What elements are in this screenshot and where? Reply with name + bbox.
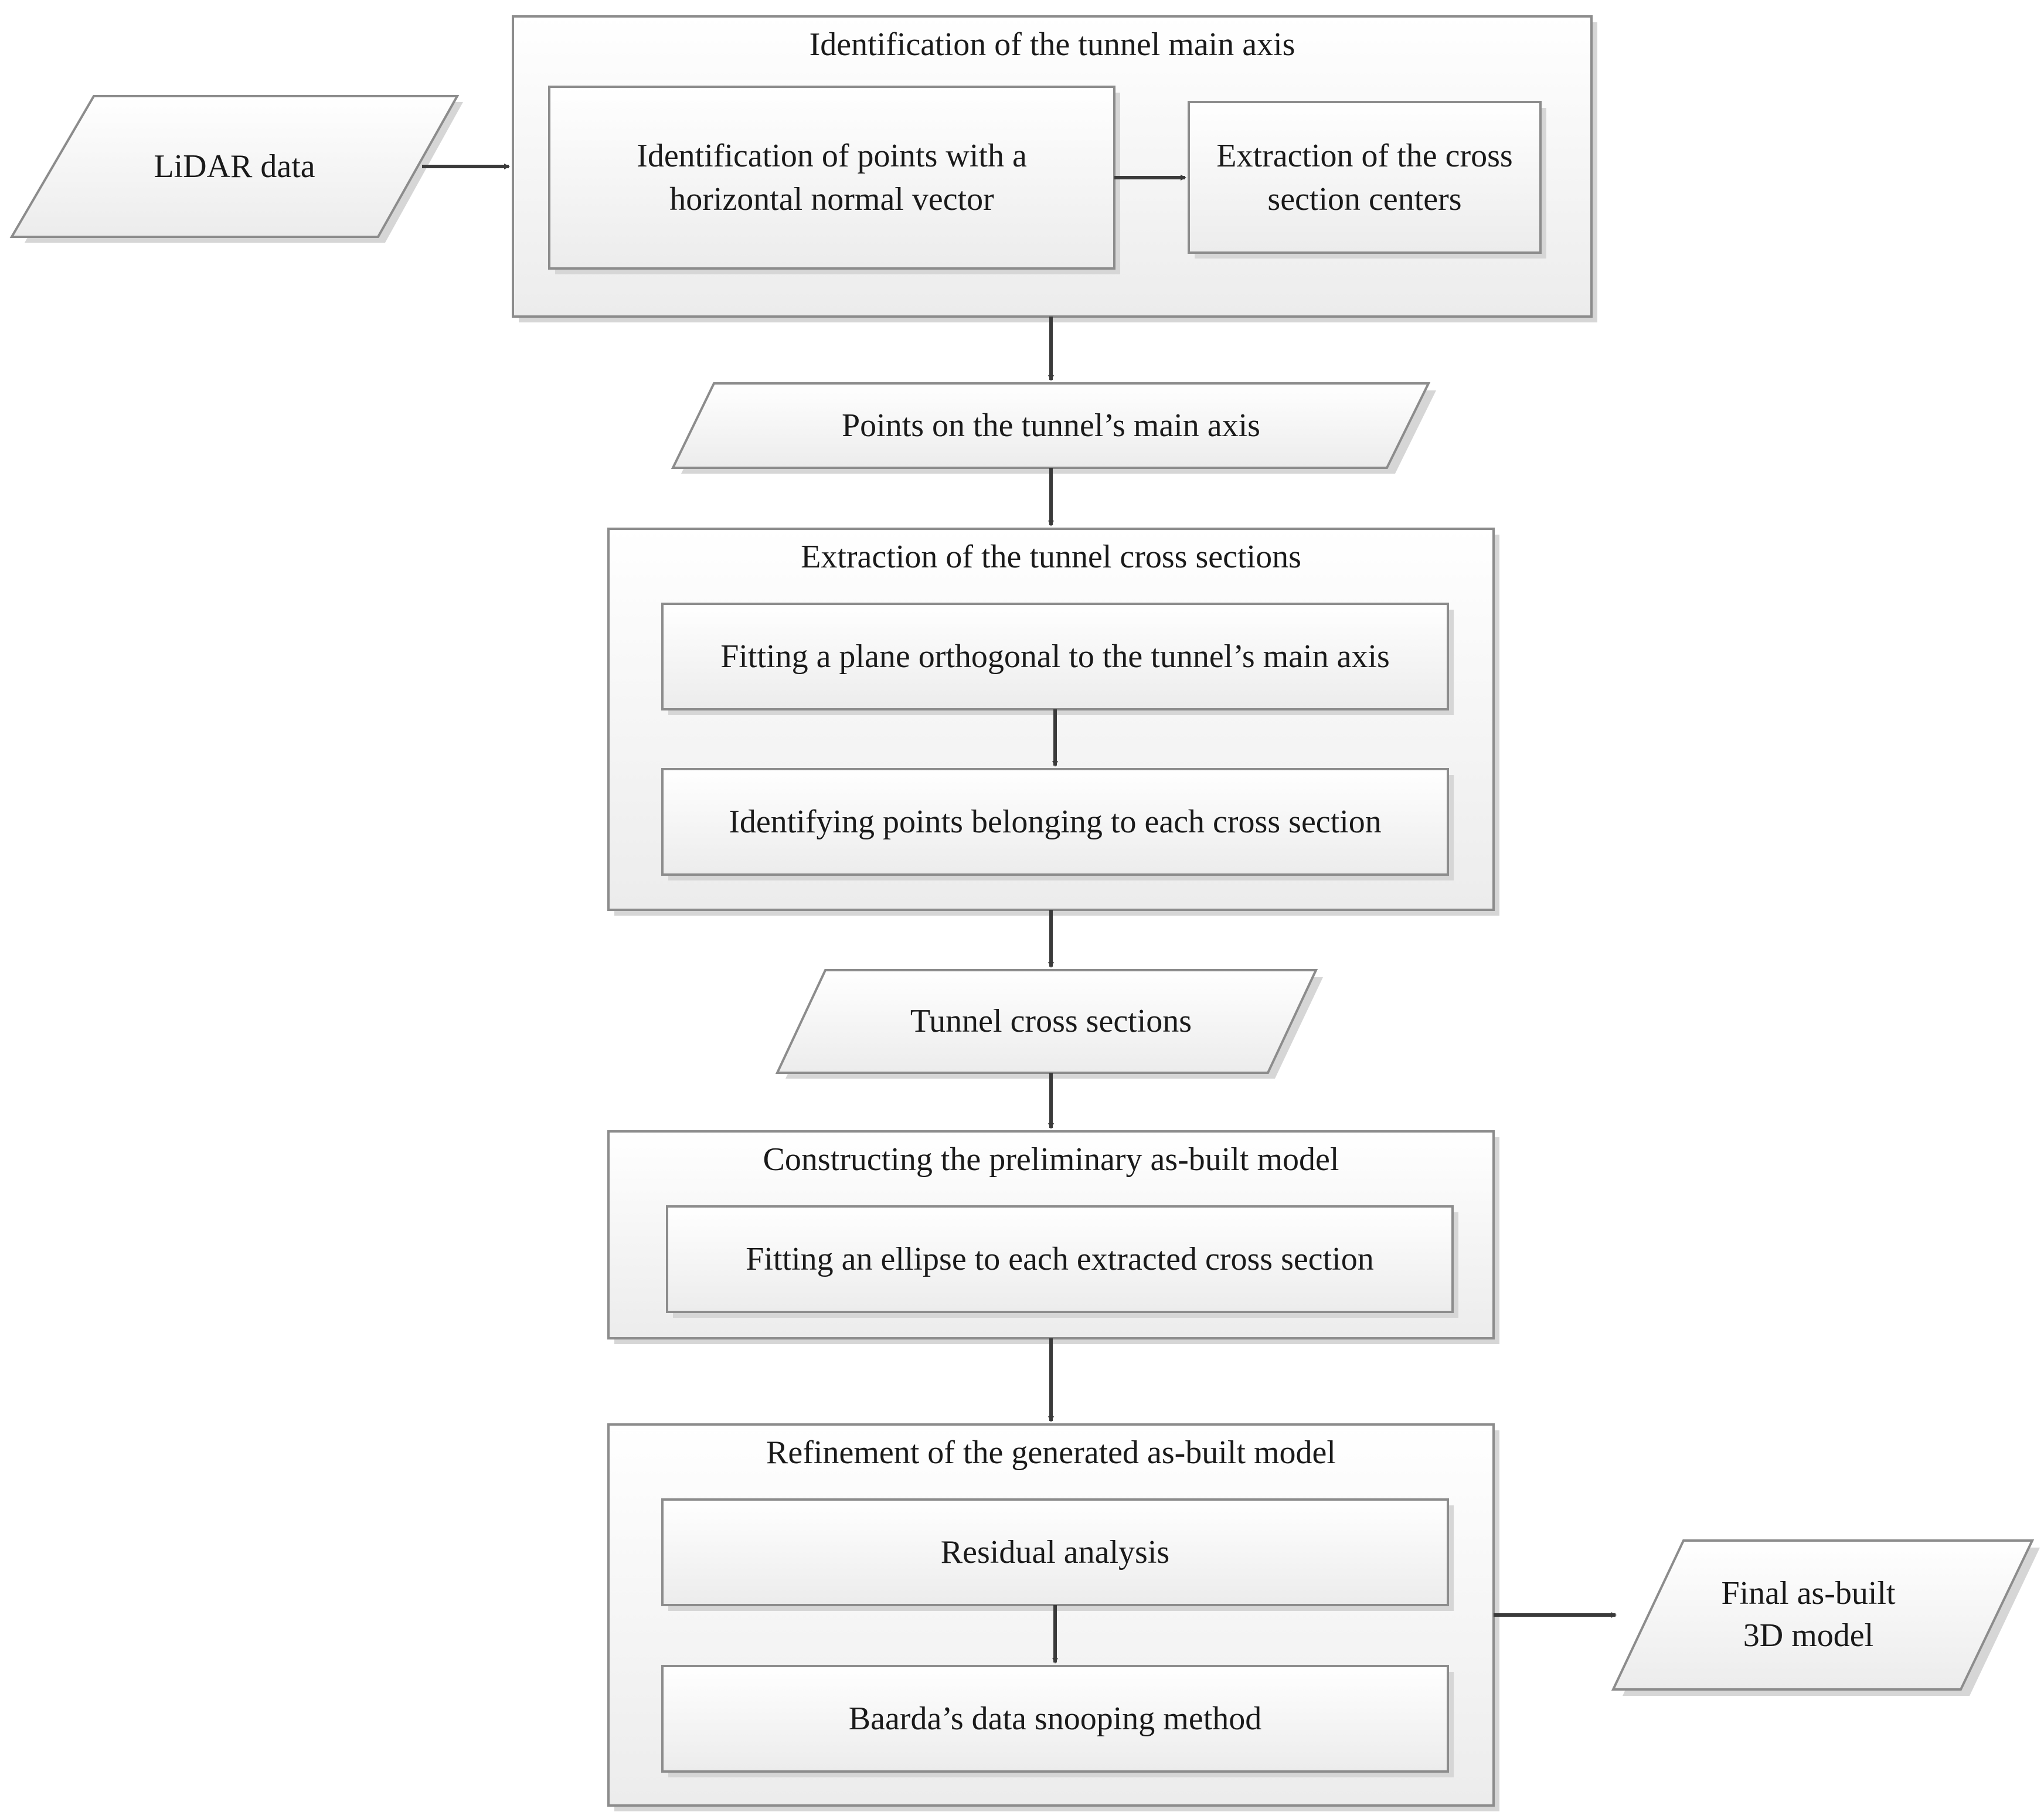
lidar-data-input: LiDAR data [9, 95, 463, 243]
group2-title: Extraction of the tunnel cross sections [801, 539, 1301, 575]
group1-step2-line1: Extraction of the cross [1216, 138, 1512, 174]
group-preliminary-model: Constructing the preliminary as-built mo… [607, 1130, 1499, 1344]
group4-step2-label: Baarda’s data snooping method [849, 1701, 1262, 1737]
step-fit-ellipse: Fitting an ellipse to each extracted cro… [666, 1205, 1458, 1318]
points-main-axis-data: Points on the tunnel’s main axis [671, 382, 1436, 474]
output-line1: Final as-built [1721, 1575, 1896, 1611]
group1-step1-line2: horizontal normal vector [669, 181, 994, 217]
final-model-output: Final as-built 3D model [1611, 1539, 2040, 1696]
group3-title: Constructing the preliminary as-built mo… [763, 1141, 1339, 1178]
group4-step1-label: Residual analysis [941, 1534, 1169, 1570]
step-data-snooping: Baarda’s data snooping method [661, 1665, 1454, 1777]
tunnel-cross-sections-data: Tunnel cross sections [775, 969, 1323, 1079]
step-fit-orthogonal-plane: Fitting a plane orthogonal to the tunnel… [661, 603, 1454, 715]
group-extraction-cross-sections: Extraction of the tunnel cross sections … [607, 528, 1499, 916]
group3-step1-label: Fitting an ellipse to each extracted cro… [746, 1241, 1373, 1277]
group-refinement-model: Refinement of the generated as-built mod… [607, 1423, 1499, 1811]
group1-step1-line1: Identification of points with a [637, 138, 1027, 174]
output-line2: 3D model [1743, 1617, 1873, 1654]
group-identification-main-axis: Identification of the tunnel main axis I… [512, 15, 1597, 322]
group2-step1-label: Fitting a plane orthogonal to the tunnel… [720, 638, 1390, 675]
step-identify-section-points: Identifying points belonging to each cro… [661, 768, 1454, 880]
group4-title: Refinement of the generated as-built mod… [766, 1434, 1336, 1471]
group1-step2-line2: section centers [1267, 181, 1461, 217]
group1-title: Identification of the tunnel main axis [810, 26, 1295, 63]
lidar-data-label: LiDAR data [154, 148, 315, 185]
group2-step2-label: Identifying points belonging to each cro… [729, 804, 1382, 840]
data1-label: Points on the tunnel’s main axis [842, 407, 1260, 444]
connectors [422, 164, 1617, 1664]
step-identify-horizontal-normal: Identification of points with a horizont… [548, 86, 1120, 274]
step-residual-analysis: Residual analysis [661, 1498, 1454, 1611]
step-extract-section-centers: Extraction of the cross section centers [1188, 101, 1546, 259]
data2-label: Tunnel cross sections [910, 1003, 1192, 1039]
